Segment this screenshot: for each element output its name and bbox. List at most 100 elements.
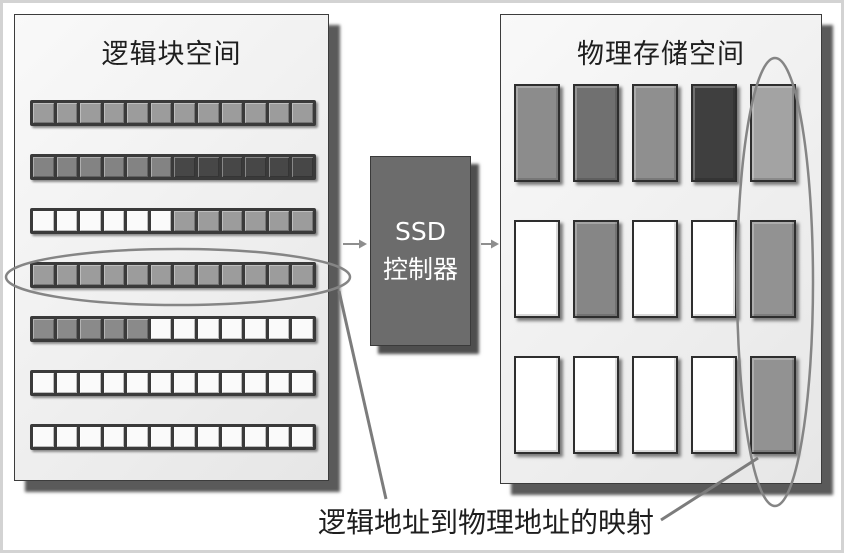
logical-block [198, 211, 219, 231]
logical-block [127, 427, 148, 447]
logical-block [292, 103, 313, 123]
logical-block [56, 427, 78, 447]
logical-block [245, 157, 266, 177]
logical-block-row [30, 154, 316, 180]
physical-block [632, 84, 678, 182]
logical-block [221, 157, 243, 177]
logical-block [268, 319, 290, 339]
logical-block [56, 319, 78, 339]
logical-block [150, 319, 172, 339]
physical-storage-space-panel: 物理存储空间 [500, 14, 822, 484]
logical-block [174, 157, 196, 177]
logical-block [127, 319, 148, 339]
logical-block [221, 265, 243, 285]
physical-block [750, 220, 796, 318]
logical-block [198, 319, 219, 339]
physical-block [573, 84, 619, 182]
logical-block-row [30, 424, 316, 450]
logical-block [56, 211, 78, 231]
physical-block [573, 220, 619, 318]
physical-block [632, 220, 678, 318]
logical-block [268, 211, 290, 231]
logical-block [174, 319, 196, 339]
logical-block-rows [30, 100, 316, 478]
logical-block [80, 211, 101, 231]
logical-block [292, 427, 313, 447]
logical-block [80, 319, 101, 339]
logical-block-space-panel: 逻辑块空间 [14, 14, 329, 481]
logical-block-row [30, 262, 316, 288]
logical-block [268, 427, 290, 447]
ssd-controller: SSD 控制器 [370, 156, 471, 346]
logical-block [150, 103, 172, 123]
physical-block-grid [514, 84, 796, 454]
logical-block-row [30, 100, 316, 126]
logical-block [150, 373, 172, 393]
logical-block [174, 265, 196, 285]
logical-block [245, 211, 266, 231]
logical-block [150, 427, 172, 447]
logical-block [174, 427, 196, 447]
logical-block [127, 157, 148, 177]
logical-block [80, 373, 101, 393]
arrow-controller-to-physical-head [491, 239, 499, 249]
logical-block [174, 373, 196, 393]
physical-block [514, 356, 560, 454]
physical-block [691, 356, 737, 454]
logical-block [292, 211, 313, 231]
physical-block [750, 84, 796, 182]
logical-block [56, 265, 78, 285]
logical-block [221, 211, 243, 231]
logical-block [80, 427, 101, 447]
logical-block [245, 427, 266, 447]
logical-block [245, 265, 266, 285]
logical-block [292, 319, 313, 339]
logical-block [56, 103, 78, 123]
logical-space-title: 逻辑块空间 [101, 39, 242, 70]
logical-block [127, 103, 148, 123]
logical-block [198, 157, 219, 177]
physical-block [573, 356, 619, 454]
logical-block [221, 103, 243, 123]
logical-block [245, 373, 266, 393]
arrow-logical-to-controller-head [359, 239, 367, 249]
logical-block [268, 265, 290, 285]
physical-block [632, 356, 678, 454]
logical-block [245, 319, 266, 339]
physical-block [750, 356, 796, 454]
logical-block [33, 319, 54, 339]
logical-block [56, 157, 78, 177]
logical-block [33, 427, 54, 447]
physical-block [514, 220, 560, 318]
logical-block [103, 427, 125, 447]
logical-block [198, 265, 219, 285]
mapping-label: 逻辑地址到物理地址的映射 [318, 506, 655, 539]
logical-block [198, 103, 219, 123]
logical-block [80, 265, 101, 285]
logical-block [33, 103, 54, 123]
logical-block [56, 373, 78, 393]
physical-block [691, 220, 737, 318]
logical-block [292, 373, 313, 393]
controller-label-ssd: SSD [395, 217, 446, 246]
logical-block [103, 265, 125, 285]
logical-block [221, 427, 243, 447]
logical-block [33, 265, 54, 285]
logical-block [150, 211, 172, 231]
logical-block [268, 157, 290, 177]
logical-block [198, 373, 219, 393]
physical-block [514, 84, 560, 182]
logical-block [103, 319, 125, 339]
logical-block [292, 265, 313, 285]
logical-block [127, 373, 148, 393]
logical-block [221, 319, 243, 339]
logical-block [80, 103, 101, 123]
logical-block [268, 373, 290, 393]
logical-block [103, 211, 125, 231]
logical-block [127, 211, 148, 231]
logical-block-row [30, 370, 316, 396]
logical-block [80, 157, 101, 177]
physical-space-title: 物理存储空间 [577, 39, 745, 70]
logical-block [150, 265, 172, 285]
logical-block [268, 103, 290, 123]
